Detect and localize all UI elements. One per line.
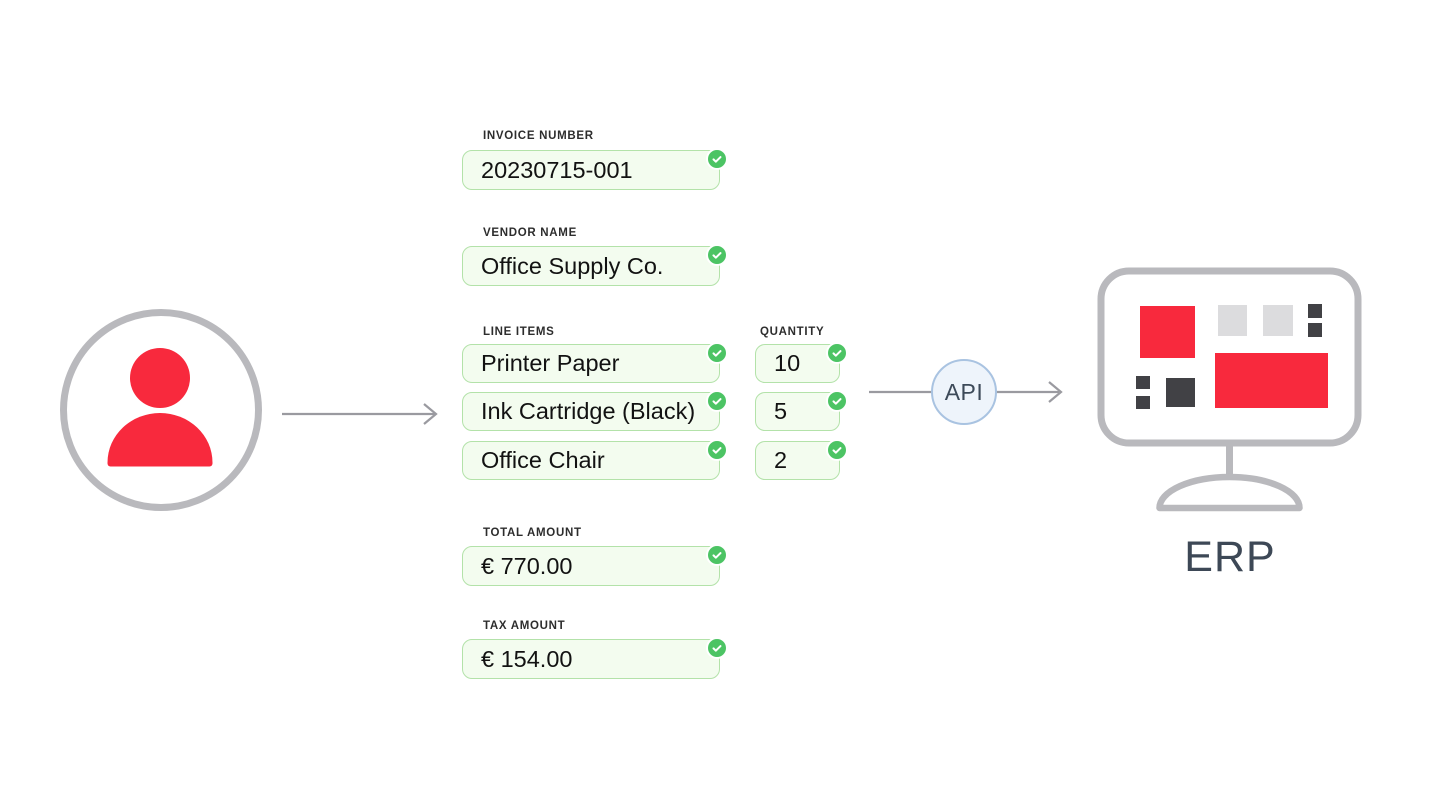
total-amount-field: € 770.00 (462, 544, 728, 586)
invoice-number-value: 20230715-001 (481, 156, 633, 183)
api-node-label: API (944, 378, 984, 405)
check-circle-icon (706, 244, 728, 266)
quantity-label: QUANTITY (760, 326, 825, 338)
erp-label: ERP (1184, 533, 1276, 581)
tax-amount-value: € 154.00 (481, 645, 573, 672)
line-item-field: Office Chair (462, 439, 728, 480)
invoice-number-label: INVOICE NUMBER (483, 130, 594, 142)
line-item-field: Ink Cartridge (Black) (462, 390, 728, 431)
quantity-field: 10 (755, 342, 848, 383)
check-circle-icon (706, 544, 728, 566)
quantity-value: 10 (774, 350, 801, 376)
api-node: API (931, 359, 997, 425)
check-circle-icon (706, 342, 728, 364)
vendor-name-field: Office Supply Co. (462, 244, 728, 286)
check-circle-icon (706, 148, 728, 170)
quantity-field: 5 (755, 390, 848, 431)
check-circle-icon (826, 390, 848, 412)
line-item-field: Printer Paper (462, 342, 728, 383)
person-icon (60, 309, 262, 511)
vendor-name-value: Office Supply Co. (481, 252, 664, 279)
quantity-value: 5 (774, 398, 788, 424)
arrow-user-to-fields-icon (282, 403, 438, 425)
check-circle-icon (706, 390, 728, 412)
quantity-field: 2 (755, 439, 848, 480)
check-circle-icon (826, 342, 848, 364)
check-circle-icon (706, 637, 728, 659)
line-items-label: LINE ITEMS (483, 326, 555, 338)
check-circle-icon (826, 439, 848, 461)
total-amount-value: € 770.00 (481, 552, 573, 579)
line-item-name: Ink Cartridge (Black) (481, 398, 696, 424)
tax-amount-field: € 154.00 (462, 637, 728, 679)
vendor-name-label: VENDOR NAME (483, 227, 577, 239)
total-amount-label: TOTAL AMOUNT (483, 527, 582, 539)
line-item-name: Office Chair (481, 447, 605, 473)
line-item-name: Printer Paper (481, 350, 620, 376)
invoice-number-field: 20230715-001 (462, 148, 728, 190)
arrow-fields-to-erp-icon (869, 381, 1063, 403)
check-circle-icon (706, 439, 728, 461)
tax-amount-label: TAX AMOUNT (483, 620, 566, 632)
quantity-value: 2 (774, 447, 788, 473)
erp-monitor-icon (1097, 267, 1362, 512)
